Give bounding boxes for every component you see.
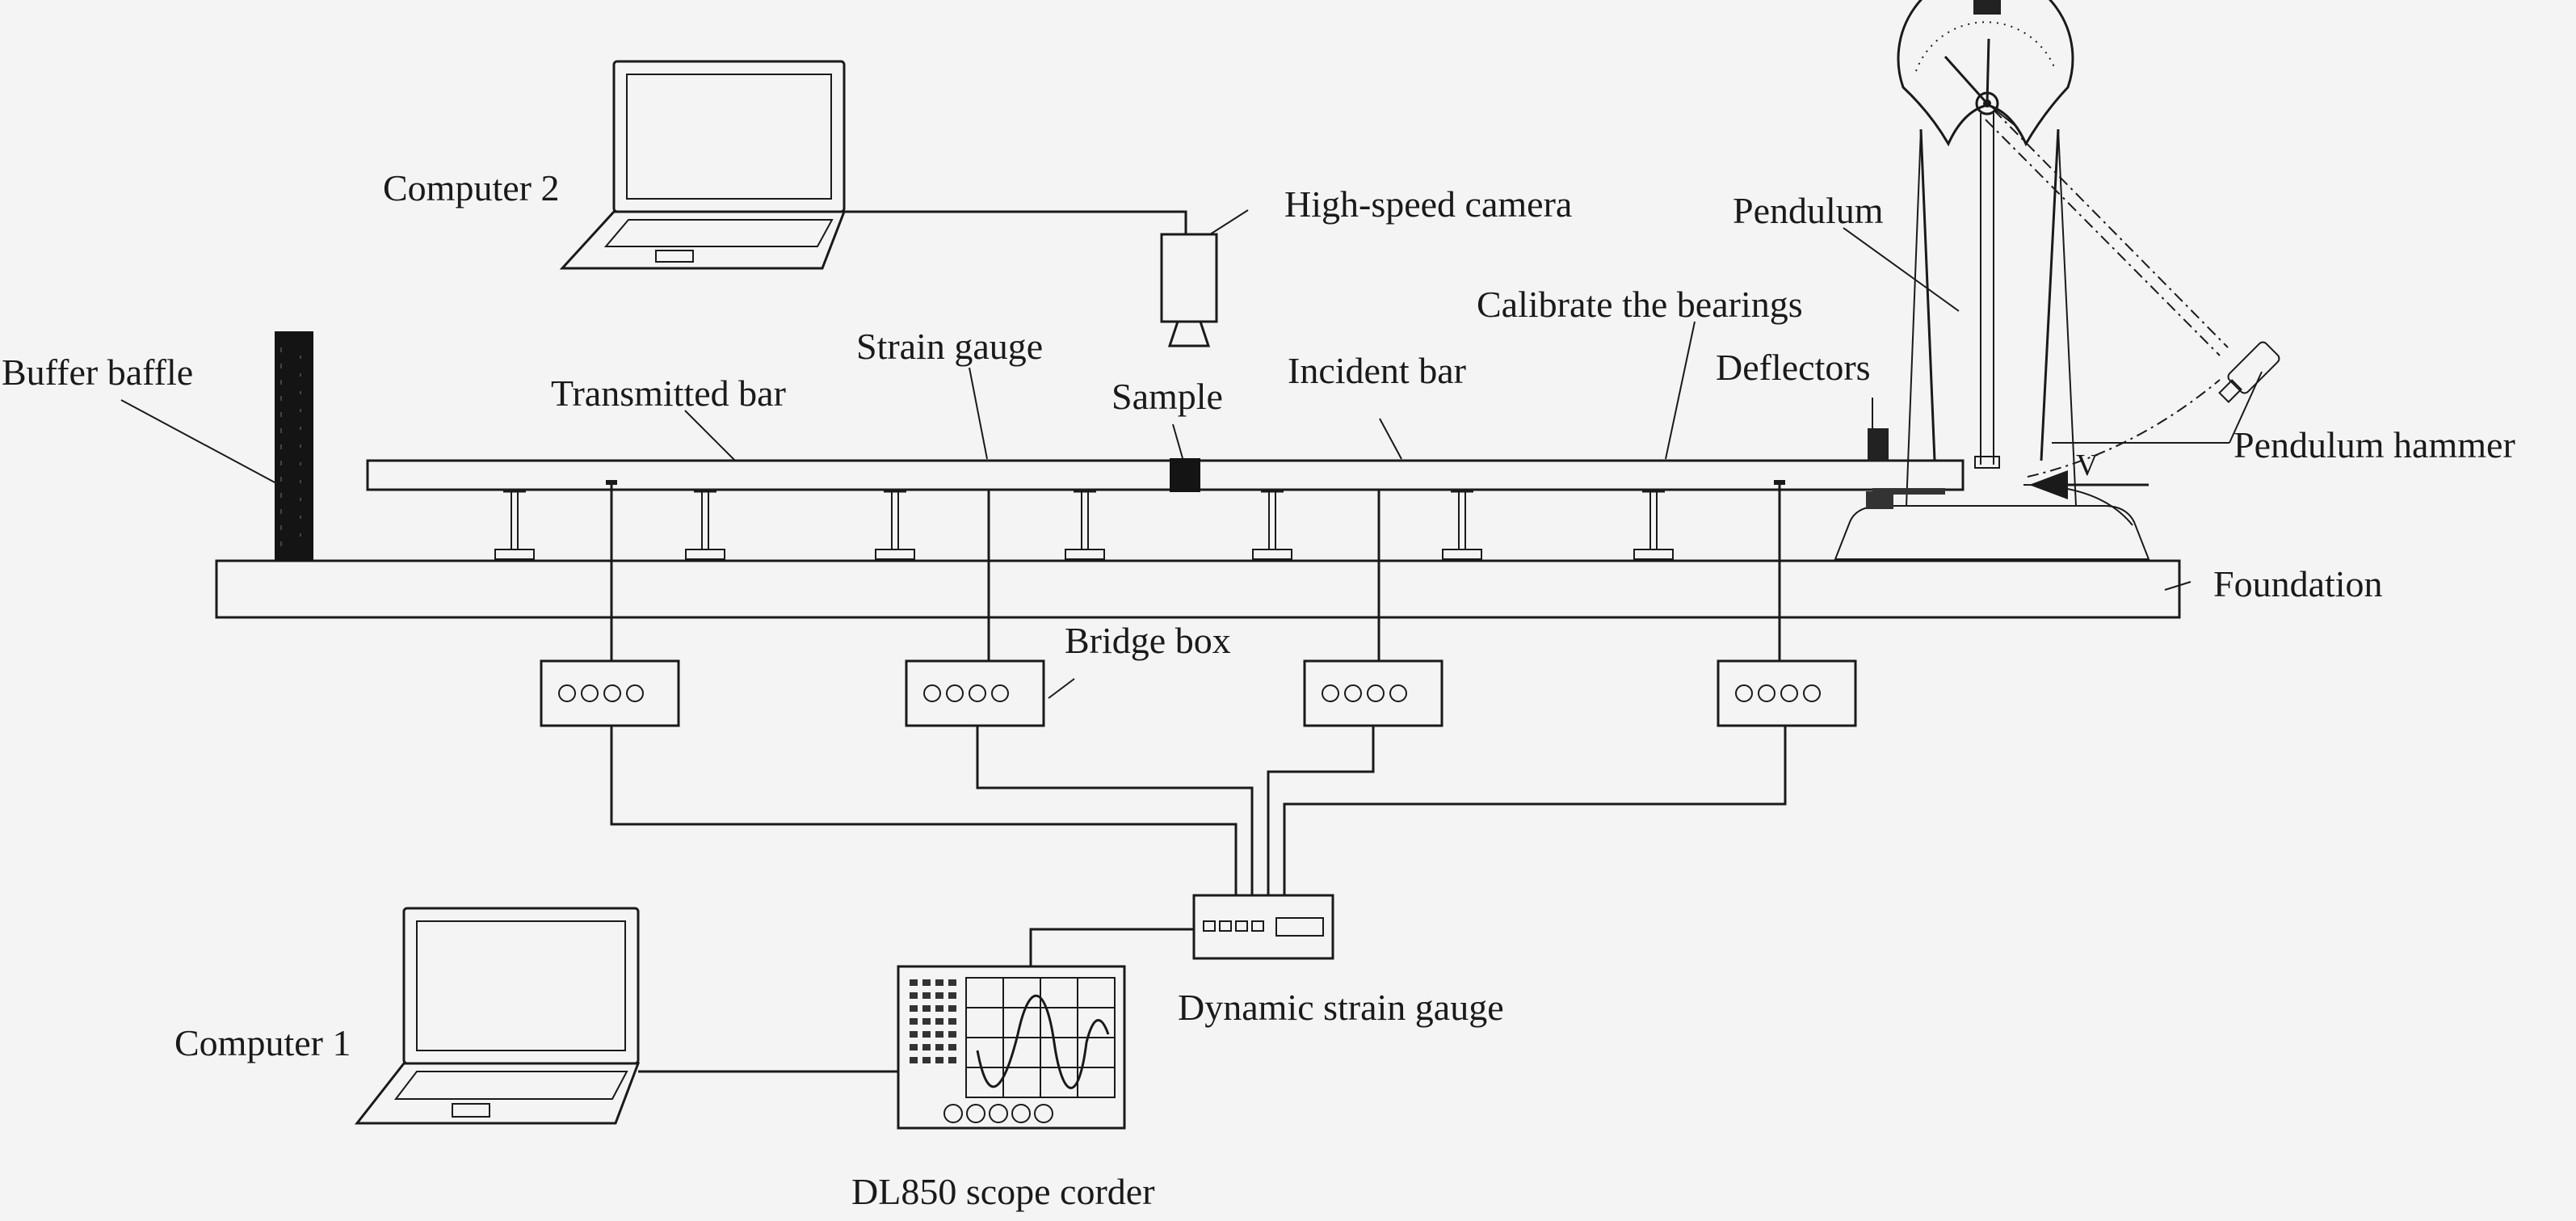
scope-corder-label: DL850 scope corder <box>851 1171 1155 1212</box>
foundation-label: Foundation <box>2213 563 2383 604</box>
velocity-label: V <box>2076 448 2099 482</box>
pendulum-frame <box>1834 113 2150 560</box>
deflectors-label: Deflectors <box>1716 347 1871 388</box>
foundation <box>215 559 2181 619</box>
bridge-boxes <box>540 659 1857 727</box>
leader-lines <box>120 209 2263 699</box>
dynamic-strain-gauge-label: Dynamic strain gauge <box>1178 987 1504 1028</box>
bridge-box-label: Bridge box <box>1065 620 1231 661</box>
buffer-baffle-label: Buffer baffle <box>2 352 193 393</box>
strain-gauge-label: Strain gauge <box>856 326 1043 367</box>
sample-label: Sample <box>1112 376 1223 417</box>
pendulum-label: Pendulum <box>1733 190 1884 231</box>
sample <box>1170 458 1200 492</box>
pendulum-hammer-label: Pendulum hammer <box>2234 424 2515 465</box>
strain-gauge-mark <box>606 480 617 485</box>
transmitted-bar-label: Transmitted bar <box>551 373 786 414</box>
high-speed-camera-label: High-speed camera <box>1284 183 1572 225</box>
pendulum-dial <box>1897 0 2074 147</box>
computer-2 <box>559 60 847 270</box>
bar-supports <box>494 490 1674 560</box>
bar-assembly <box>366 459 1965 491</box>
incident-bar-label: Incident bar <box>1288 350 1466 391</box>
scope-corder-device <box>897 965 1126 1130</box>
calibrate-bearings-label: Calibrate the bearings <box>1477 284 1803 325</box>
strain-gauge-mark <box>1774 480 1785 485</box>
dynamic-strain-gauge-device <box>1192 894 1334 960</box>
high-speed-camera <box>1160 233 1218 347</box>
computer-1 <box>354 907 641 1125</box>
computer2-label: Computer 2 <box>383 167 559 208</box>
computer1-label: Computer 1 <box>174 1022 351 1063</box>
deflector-block <box>1868 428 1889 461</box>
